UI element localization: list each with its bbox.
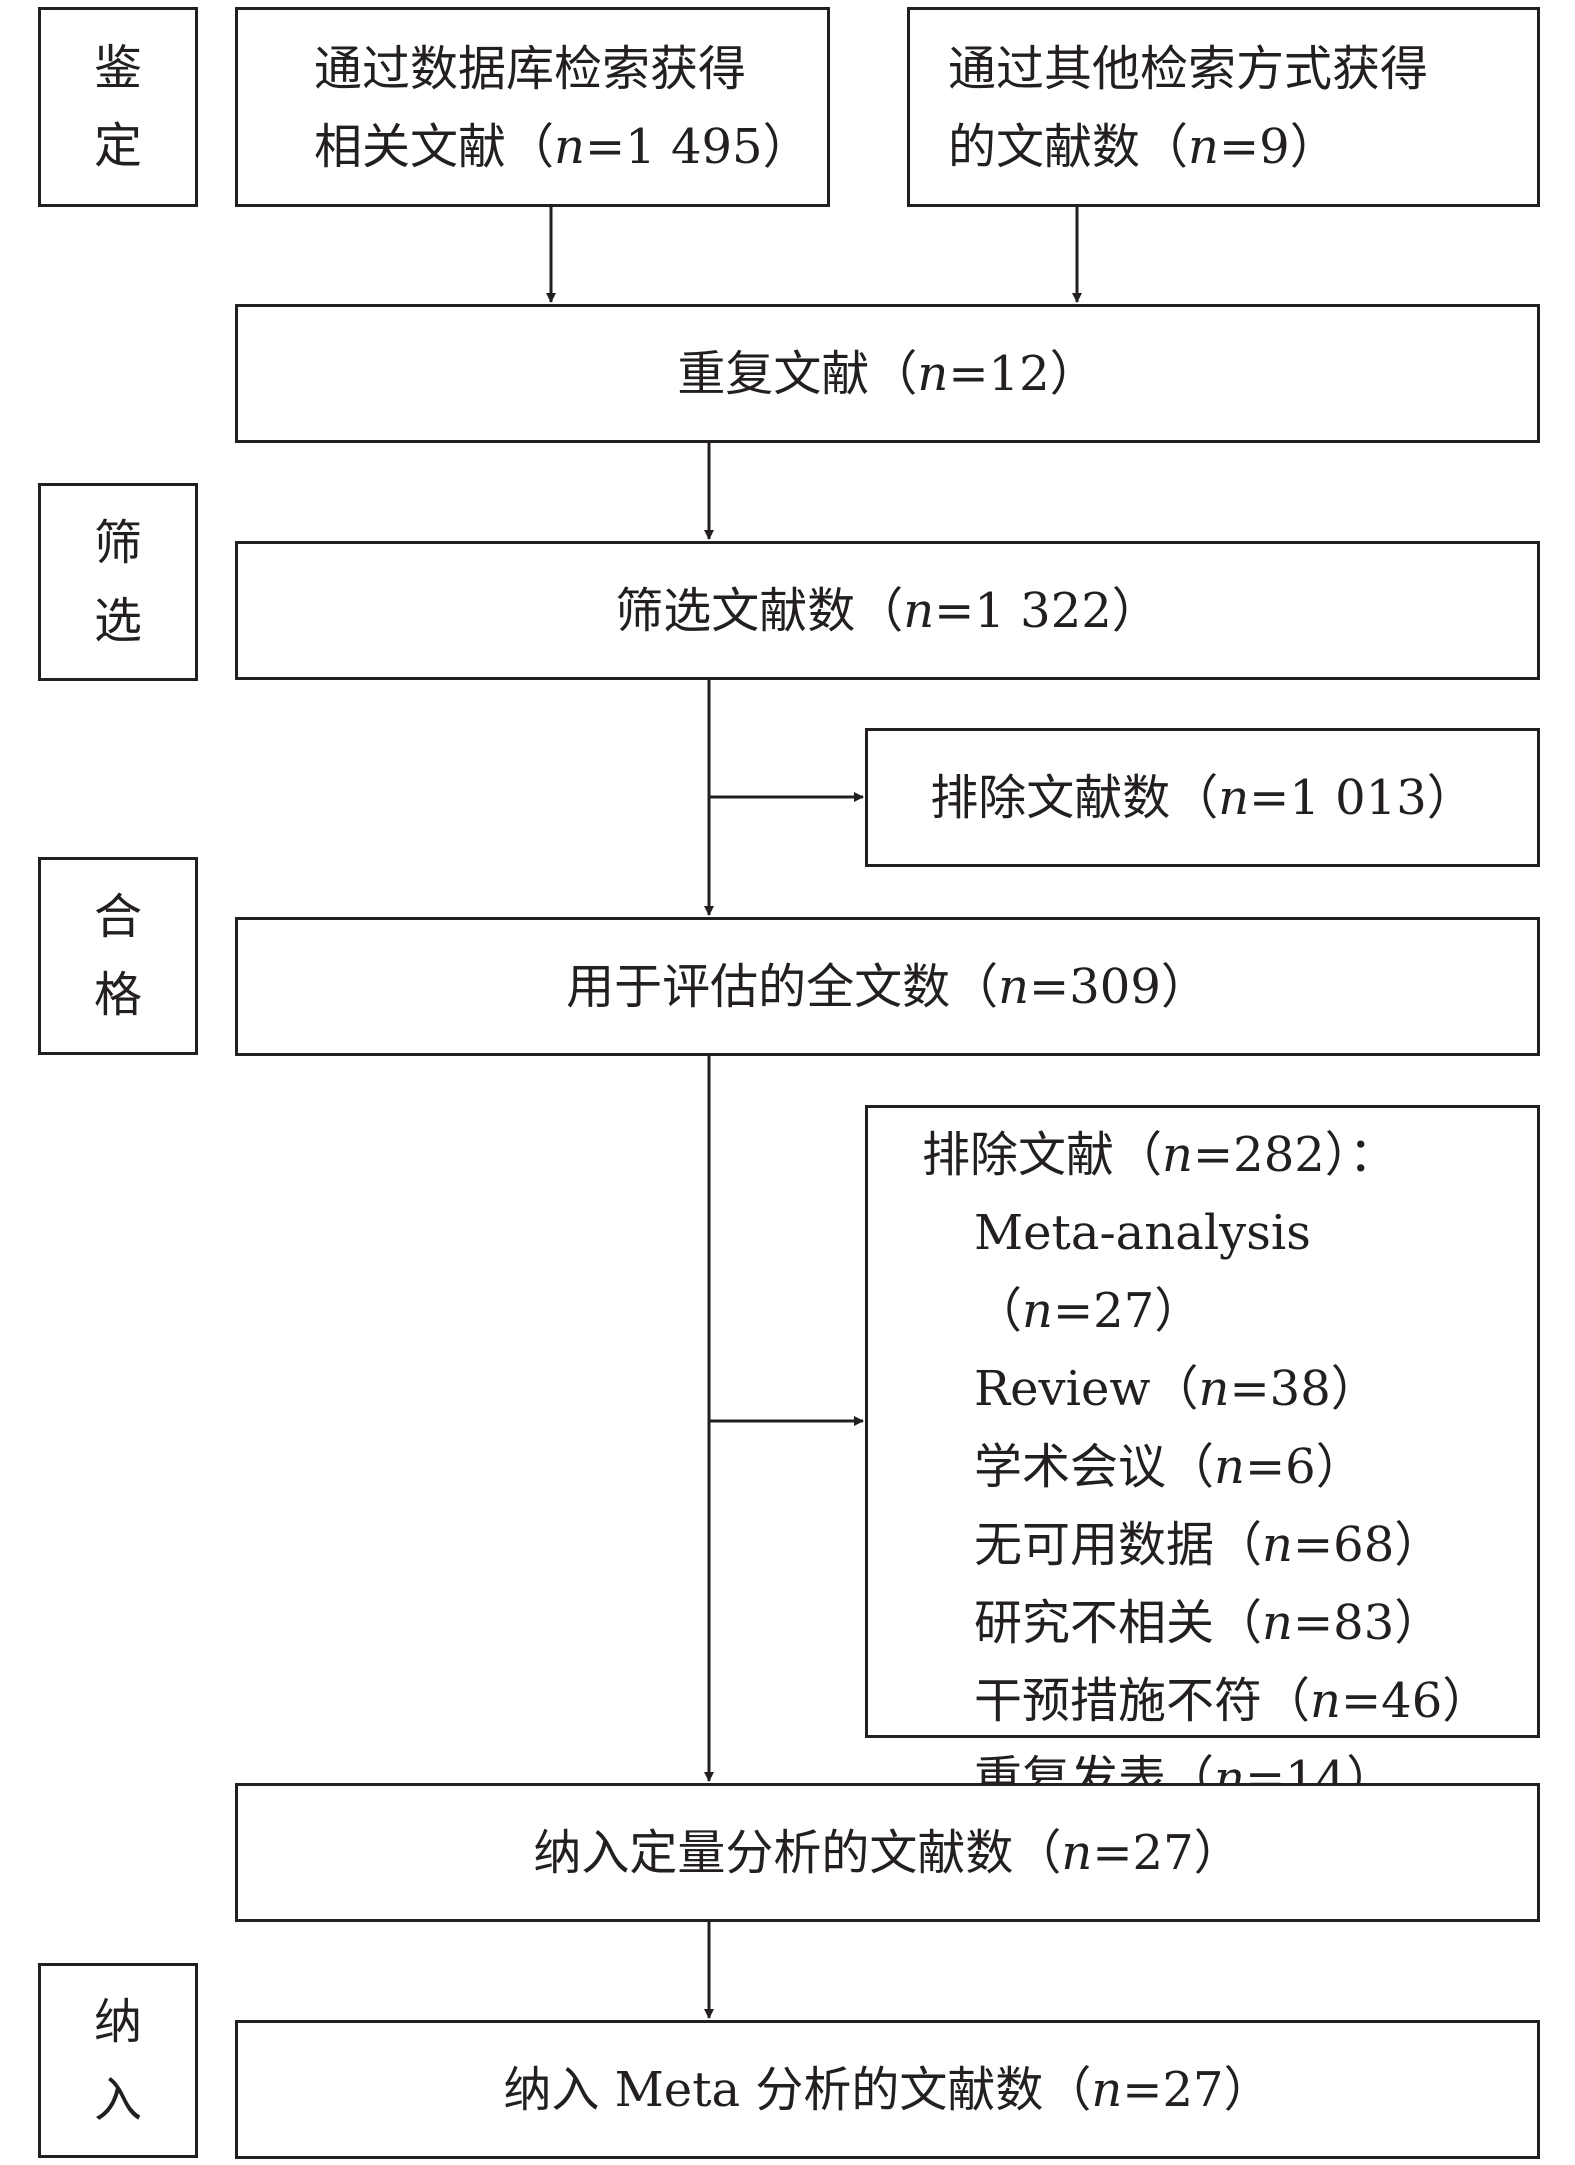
stage-label-eligibility-text: 合格	[94, 878, 142, 1034]
reason-meta-analysis: Meta-analysis（n=27）	[974, 1205, 1311, 1339]
meta-n-symbol: n	[1091, 2061, 1123, 2118]
stage-char: 合	[93, 889, 142, 945]
meta-prefix: 纳入 Meta 分析的文献数（	[503, 2061, 1092, 2118]
fulltext-n-symbol: n	[998, 958, 1030, 1015]
stage-char: 定	[93, 118, 142, 174]
excluded-fulltext-n-value: =282）：	[1192, 1127, 1397, 1183]
stage-label-identification-char1: 鉴定	[94, 29, 142, 185]
box-fulltext-assessed: 用于评估的全文数（n=309）	[235, 917, 1540, 1056]
reason-review: Review（n=38）	[974, 1361, 1379, 1417]
stage-label-identification: 鉴定	[38, 7, 198, 207]
stage-char: 筛	[93, 515, 142, 571]
excluded-screening-n-symbol: n	[1218, 769, 1250, 826]
fulltext-text: 用于评估的全文数（n=309）	[566, 948, 1209, 1026]
screened-text: 筛选文献数（n=1 322）	[615, 572, 1160, 650]
reason-intervention-mismatch: 干预措施不符（n=46）	[974, 1673, 1491, 1729]
screened-n-value: =1 322）	[934, 582, 1160, 639]
stage-char: 格	[93, 967, 142, 1023]
fulltext-prefix: 用于评估的全文数（	[566, 958, 999, 1015]
stage-char: 选	[93, 593, 142, 649]
stage-label-eligibility: 合格	[38, 857, 198, 1055]
excluded-screening-prefix: 排除文献数（	[930, 769, 1219, 826]
other-line1: 通过其他检索方式获得	[948, 41, 1429, 97]
exclusion-reasons-list: Meta-analysis（n=27） Review（n=38） 学术会议（n=…	[922, 1194, 1537, 1818]
other-n-value: =9）	[1218, 119, 1338, 175]
stage-char: 纳	[93, 1993, 142, 2050]
meta-n-value: =27）	[1122, 2061, 1272, 2118]
stage-char: 入	[93, 2071, 142, 2128]
stage-char: 鉴	[93, 40, 142, 96]
fulltext-n-value: =309）	[1029, 958, 1209, 1015]
database-line2-prefix: 相关文献（	[314, 119, 555, 175]
reason-irrelevant: 研究不相关（n=83）	[974, 1595, 1443, 1651]
reason-conference: 学术会议（n=6）	[974, 1439, 1364, 1495]
stage-label-screening-text: 筛选	[94, 504, 142, 660]
box-meta-analysis: 纳入 Meta 分析的文献数（n=27）	[235, 2020, 1540, 2159]
database-n-value: =1 495）	[584, 119, 811, 175]
box-duplicates: 重复文献（n=12）	[235, 304, 1540, 443]
other-line2: 的文献数（n=9）	[948, 108, 1537, 186]
reason-no-data: 无可用数据（n=68）	[974, 1517, 1443, 1573]
excluded-fulltext-header: 排除文献（n=282）：	[922, 1116, 1537, 1194]
duplicates-n-symbol: n	[917, 345, 949, 402]
database-line2: 相关文献（n=1 495）	[314, 108, 827, 186]
excluded-screening-text: 排除文献数（n=1 013）	[930, 759, 1475, 837]
duplicates-text: 重复文献（n=12）	[677, 335, 1097, 413]
excluded-screening-n-value: =1 013）	[1249, 769, 1475, 826]
box-excluded-screening: 排除文献数（n=1 013）	[865, 728, 1540, 867]
quantitative-prefix: 纳入定量分析的文献数（	[533, 1824, 1062, 1881]
quantitative-n-symbol: n	[1061, 1824, 1093, 1881]
box-quantitative-analysis: 纳入定量分析的文献数（n=27）	[235, 1783, 1540, 1922]
quantitative-n-value: =27）	[1092, 1824, 1242, 1881]
box-other-records: 通过其他检索方式获得 的文献数（n=9）	[907, 7, 1540, 207]
screened-n-symbol: n	[903, 582, 935, 639]
excluded-fulltext-n-symbol: n	[1162, 1127, 1193, 1183]
meta-text: 纳入 Meta 分析的文献数（n=27）	[503, 2051, 1271, 2129]
duplicates-n-value: =12）	[948, 345, 1098, 402]
quantitative-text: 纳入定量分析的文献数（n=27）	[533, 1814, 1241, 1892]
duplicates-prefix: 重复文献（	[677, 345, 918, 402]
other-n-symbol: n	[1188, 119, 1219, 175]
box-database-records: 通过数据库检索获得 相关文献（n=1 495）	[235, 7, 830, 207]
stage-label-included-text: 纳入	[94, 1983, 142, 2139]
database-line1: 通过数据库检索获得	[314, 41, 747, 97]
box-screened: 筛选文献数（n=1 322）	[235, 541, 1540, 680]
stage-label-included: 纳入	[38, 1963, 198, 2158]
excluded-fulltext-header-prefix: 排除文献（	[922, 1127, 1163, 1183]
screened-prefix: 筛选文献数（	[615, 582, 904, 639]
database-n-symbol: n	[554, 119, 585, 175]
stage-label-screening: 筛选	[38, 483, 198, 681]
box-excluded-fulltext: 排除文献（n=282）： Meta-analysis（n=27） Review（…	[865, 1105, 1540, 1807]
other-line2-prefix: 的文献数（	[948, 119, 1189, 175]
